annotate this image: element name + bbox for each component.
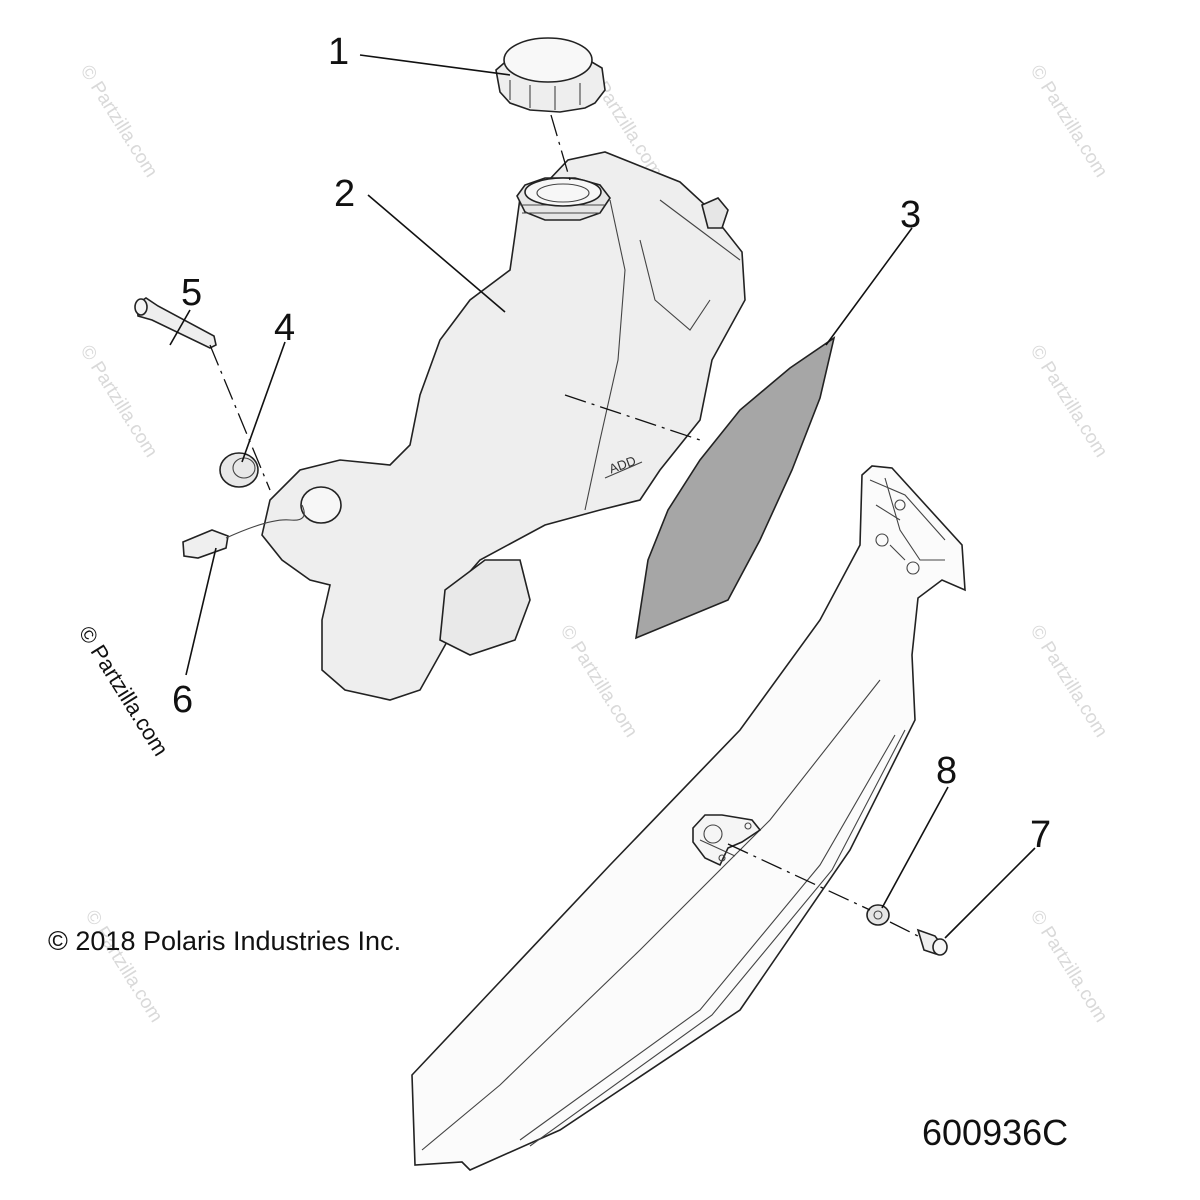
fuel-tank: ADD [261, 151, 746, 701]
fuel-cap [495, 37, 606, 113]
screw [916, 928, 948, 956]
watermark-main: © Partzilla.com [74, 621, 174, 760]
watermark-5: © Partzilla.com [1026, 342, 1112, 462]
watermark-8: © Partzilla.com [81, 907, 167, 1027]
watermark-6: © Partzilla.com [556, 622, 642, 742]
leader-lines [169, 54, 1036, 939]
bracket-panel [411, 465, 966, 1171]
callout-6: 6 [172, 679, 193, 721]
copyright-notice: © 2018 Polaris Industries Inc. [48, 926, 401, 956]
callout-5: 5 [181, 272, 202, 314]
watermark-1: © Partzilla.com [76, 62, 162, 182]
fuel-sender-connector [182, 504, 305, 559]
axis-fastener [727, 843, 923, 939]
callout-3: 3 [900, 194, 921, 236]
callout-2: 2 [334, 173, 355, 215]
pad [634, 336, 836, 640]
axis-fitting [209, 344, 271, 491]
axis-cap [550, 114, 571, 181]
washer [866, 904, 890, 926]
grommet [219, 452, 259, 488]
callout-7: 7 [1030, 814, 1051, 856]
axis-pad [564, 394, 701, 441]
watermark-3: © Partzilla.com [1026, 62, 1112, 182]
fitting [134, 297, 217, 349]
callout-8: 8 [936, 750, 957, 792]
watermark-4: © Partzilla.com [76, 342, 162, 462]
callout-1: 1 [328, 31, 349, 73]
drawing-number: 600936C [922, 1112, 1068, 1153]
callout-4: 4 [274, 307, 295, 349]
watermark-10: © Partzilla.com [1026, 907, 1112, 1027]
watermark-7: © Partzilla.com [1026, 622, 1112, 742]
